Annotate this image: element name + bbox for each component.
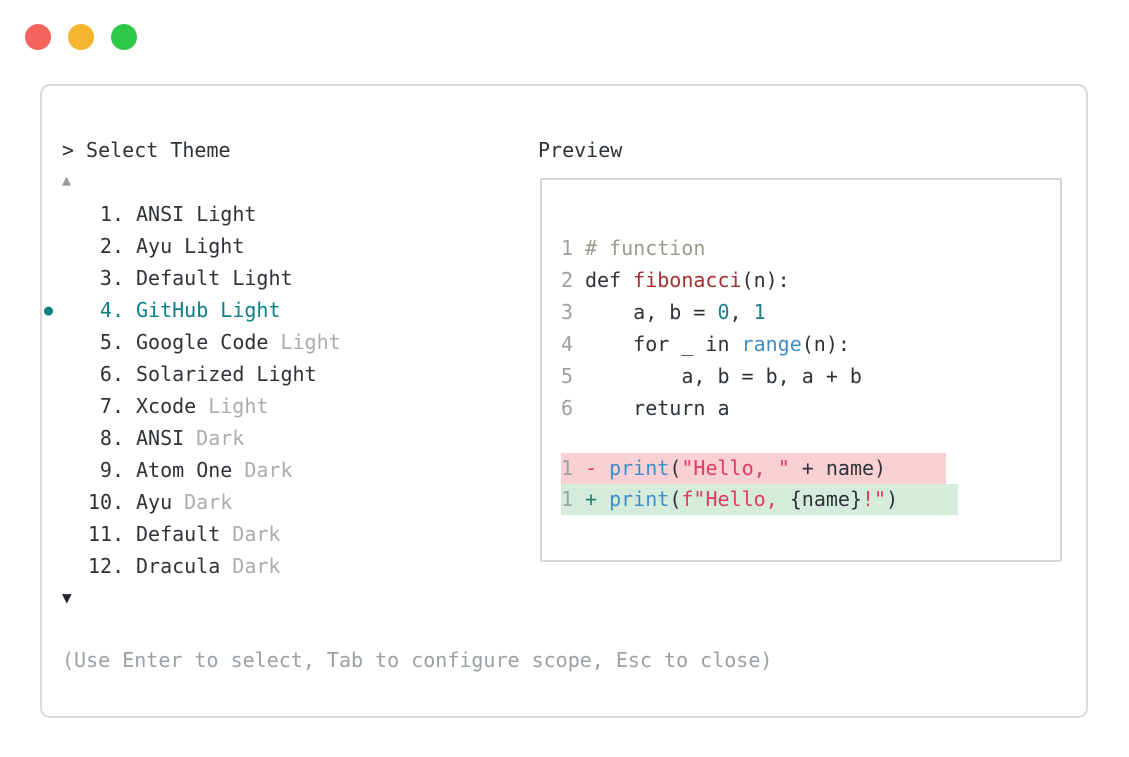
theme-item-number: 3. [99,266,124,290]
theme-item-label: Atom One [136,458,233,482]
theme-item-number: 7. [99,394,124,418]
line-number: 1 [561,487,574,511]
theme-item-variant: Dark [232,522,281,546]
line-number: 2 [561,268,574,292]
keyboard-hint: (Use Enter to select, Tab to configure s… [62,648,773,672]
theme-list: 1. ANSI Light 2. Ayu Light 3. Default Light ● 4… [44,198,341,582]
theme-item-number: 1. [99,202,124,226]
theme-item-label: ANSI Light [136,202,257,226]
theme-item-label: Default [136,522,221,546]
theme-item-ayu[interactable]: 10. Ayu Dark [88,486,341,518]
theme-item-label: Xcode [136,394,197,418]
code-line: 3 a, b = 0, 1 [561,296,1060,328]
theme-item-label: Ayu [136,490,173,514]
line-number: 5 [561,364,574,388]
theme-item-number: 8. [99,426,124,450]
theme-item-xcode[interactable]: 7. Xcode Light [88,390,341,422]
theme-item-label: Solarized Light [136,362,317,386]
theme-item-label: Dracula [136,554,221,578]
theme-item-variant: Dark [184,490,233,514]
line-number: 3 [561,300,574,324]
zoom-window-icon[interactable] [111,24,137,50]
theme-item-number: 9. [99,458,124,482]
line-number: 4 [561,332,574,356]
theme-item-variant: Dark [196,426,245,450]
diff-line-removed: 1- print("Hello, " + name) [561,453,1060,484]
line-number: 6 [561,396,574,420]
theme-item-variant: Light [280,330,341,354]
theme-item-number: 12. [88,554,125,578]
scroll-down-icon[interactable]: ▼ [62,588,72,607]
theme-item-number: 2. [99,234,124,258]
theme-item-ansi-light[interactable]: 1. ANSI Light [88,198,341,230]
theme-item-default-light[interactable]: 3. Default Light [88,262,341,294]
theme-item-label: Google Code [136,330,269,354]
scroll-up-icon[interactable]: ▲ [62,171,72,189]
prompt-icon: > [62,138,75,162]
theme-item-solarized-light[interactable]: 6. Solarized Light [88,358,341,390]
theme-item-label: GitHub Light [136,298,281,322]
theme-item-variant: Dark [244,458,293,482]
theme-item-ayu-light[interactable]: 2. Ayu Light [88,230,341,262]
theme-item-default[interactable]: 11. Default Dark [88,518,341,550]
line-number: 1 [561,236,574,260]
theme-item-atom-one[interactable]: 9. Atom One Dark [88,454,341,486]
code-line: 4 for _ in range(n): [561,328,1060,360]
theme-item-google-code[interactable]: 5. Google Code Light [88,326,341,358]
code-line: 5 a, b = b, a + b [561,360,1060,392]
close-window-icon[interactable] [25,24,51,50]
diff-line-added: 1+ print(f"Hello, {name}!") [561,484,1060,515]
theme-item-github-light[interactable]: ● 4. GitHub Light [44,294,341,326]
code-line: 6 return a [561,392,1060,424]
theme-item-variant: Dark [232,554,281,578]
theme-item-number: 11. [88,522,125,546]
theme-item-dracula[interactable]: 12. Dracula Dark [88,550,341,582]
picker-title: > Select Theme [62,134,231,166]
theme-item-number: 10. [88,490,125,514]
theme-item-ansi[interactable]: 8. ANSI Dark [88,422,341,454]
theme-item-variant: Light [208,394,269,418]
line-number: 1 [561,456,574,480]
code-line: 1# function [561,232,1060,264]
selected-bullet-icon: ● [44,301,54,319]
theme-item-label: Default Light [136,266,293,290]
preview-title: Preview [538,138,623,162]
theme-item-label: ANSI [136,426,185,450]
theme-item-number: 4. [99,298,124,322]
theme-item-number: 5. [99,330,124,354]
picker-title-label: Select Theme [86,138,231,162]
theme-picker-panel: > Select Theme ▲ 1. ANSI Light 2. Ayu Light 3… [40,84,1088,718]
minimize-window-icon[interactable] [68,24,94,50]
window-controls [25,24,137,50]
theme-item-label: Ayu Light [136,234,245,258]
theme-item-number: 6. [99,362,124,386]
diff-block: 1- print("Hello, " + name)1+ print(f"Hel… [561,453,1060,515]
